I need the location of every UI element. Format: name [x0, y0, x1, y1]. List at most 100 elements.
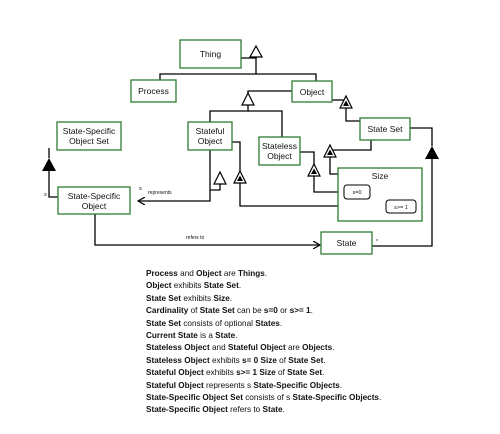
opl-text: .	[264, 269, 268, 278]
node-stateless-object-label-2: Object	[267, 151, 292, 161]
aggregation-triangle	[425, 146, 439, 159]
opl-term: State-Specific Objects	[253, 380, 340, 390]
size-state-s0[interactable]	[343, 184, 371, 200]
opl-text: consists of optional	[181, 318, 256, 328]
object-exhibits-state-set-link	[332, 94, 360, 122]
opl-text: .	[339, 380, 343, 390]
opl-text: .	[322, 368, 325, 378]
opl-term: Things	[237, 269, 265, 278]
opl-sentence-list: Process and Object are Things.Object exh…	[146, 268, 381, 417]
opl-text: of	[188, 306, 200, 316]
opl-text: exhibits	[203, 368, 237, 378]
opm-diagram: represents s s refers to * Thing Process…	[42, 39, 439, 255]
size-state-s1[interactable]	[385, 199, 417, 214]
opl-term: Stateless Object	[146, 355, 210, 365]
node-process[interactable]: Process	[130, 79, 177, 103]
size-state-s0-label: s=0	[352, 190, 361, 196]
opl-term: s= 0	[242, 355, 259, 365]
opl-text: .	[279, 318, 283, 328]
opl-term: Object	[146, 281, 172, 291]
opl-sentence: State-Specific Object refers to State.	[146, 404, 381, 416]
object-generalization-link	[209, 90, 300, 137]
opl-term: Object	[196, 269, 222, 278]
opl-term: State Set	[199, 306, 235, 316]
opl-term: Stateful Object	[146, 368, 204, 378]
opl-sentence: Stateful Object exhibits s>= 1 Size of S…	[146, 367, 381, 379]
opl-text: .	[282, 405, 285, 415]
opl-term: Cardinality	[146, 306, 189, 316]
represents-label: represents	[148, 190, 172, 196]
multiplicity-star: *	[376, 239, 379, 245]
opl-term: Stateful Object	[146, 380, 204, 390]
opl-term: State	[215, 331, 236, 341]
opl-text: .	[310, 306, 313, 316]
node-state-specific-object[interactable]: State-Specific Object	[57, 186, 131, 215]
opl-text: and	[209, 343, 228, 353]
thing-generalization-link	[159, 44, 317, 81]
opl-text: and	[177, 269, 197, 278]
opl-term: Stateless Object	[146, 343, 210, 353]
opl-text: of	[275, 368, 288, 378]
node-object[interactable]: Object	[291, 80, 333, 103]
opl-text: exhibits	[209, 355, 243, 365]
opl-text: refers to	[227, 405, 263, 415]
generalization-triangle	[241, 91, 255, 106]
refers-to-link: refers to	[94, 212, 320, 245]
node-size-label: Size	[372, 171, 389, 181]
opl-sentence: Process and Object are Things.	[146, 268, 381, 280]
node-state-label: State	[337, 238, 357, 248]
opl-text: exhibits	[181, 293, 214, 303]
opl-text: .	[378, 393, 382, 403]
opl-term: Objects	[302, 343, 333, 353]
node-stateful-object-label-1: Stateful	[196, 126, 225, 136]
opl-sentence: Current State is a State.	[146, 330, 381, 342]
opl-text: represents s	[203, 380, 254, 390]
aggregation-triangle	[42, 158, 56, 171]
opl-sentence: Cardinality of State Set can be s=0 or s…	[146, 305, 381, 317]
opl-term: s>= 1	[289, 306, 311, 316]
multiplicity-s-left: s	[44, 192, 47, 198]
represents-link: represents s	[138, 148, 227, 201]
node-stateless-object[interactable]: Stateless Object	[258, 136, 301, 166]
node-state-specific-object-label-1: State-Specific	[68, 191, 121, 201]
opl-term: Current State	[146, 331, 198, 341]
node-state-specific-object-label-2: Object	[82, 201, 107, 211]
opl-sentence: State-Specific Object Set consists of s …	[146, 392, 381, 404]
opl-sentence: Object exhibits State Set.	[146, 280, 381, 292]
node-state-set[interactable]: State Set	[359, 117, 411, 141]
opl-text: is a	[197, 331, 216, 341]
opl-term: State Set	[288, 355, 324, 365]
opl-text: are	[285, 343, 303, 353]
opl-text: .	[229, 293, 233, 303]
opl-term: State-Specific Object	[146, 405, 228, 415]
size-state-s1-label: s>= 1	[394, 205, 408, 211]
opl-term: State Set	[146, 293, 182, 303]
opl-term: Size	[213, 293, 230, 303]
opl-term: State Set	[203, 281, 239, 291]
node-state-specific-object-set-label-2: Object Set	[69, 136, 109, 146]
state-set-aggregation-link: *	[372, 127, 439, 247]
opl-text: .	[332, 343, 335, 353]
opl-term: s=0	[263, 306, 278, 316]
node-stateless-object-label-1: Stateless	[262, 141, 297, 151]
node-thing[interactable]: Thing	[179, 39, 242, 69]
opl-text: can be	[234, 306, 264, 316]
node-state-specific-object-set[interactable]: State-Specific Object Set	[56, 121, 122, 151]
node-stateful-object[interactable]: Stateful Object	[187, 121, 233, 151]
opl-term: State Set	[287, 368, 323, 378]
opl-sentence: Stateless Object exhibits s= 0 Size of S…	[146, 355, 381, 367]
state-set-exhibits-size-link	[323, 138, 372, 175]
opl-term: s>= 1	[236, 368, 258, 378]
object-set-aggregation-link: s	[42, 148, 58, 198]
opl-term: States	[255, 318, 280, 328]
opl-term: State Set	[146, 318, 182, 328]
opl-text: .	[235, 331, 238, 341]
opl-term: State-Specific Objects	[292, 393, 379, 403]
node-state[interactable]: State	[320, 231, 373, 255]
generalization-triangle	[248, 44, 264, 58]
opl-text: consists of s	[242, 393, 293, 403]
opl-text: of	[276, 355, 289, 365]
multiplicity-s-right: s	[139, 186, 142, 192]
opl-term: Process	[146, 269, 178, 278]
node-size[interactable]: Size s=0 s>= 1	[337, 167, 423, 222]
